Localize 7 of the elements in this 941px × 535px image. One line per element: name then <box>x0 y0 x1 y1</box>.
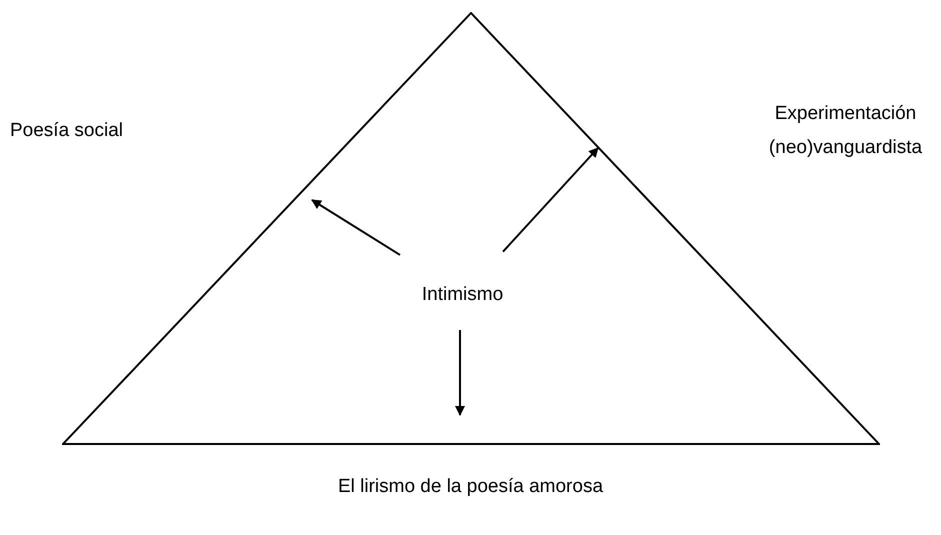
arrow <box>455 330 465 416</box>
arrow <box>502 147 599 252</box>
category-label: Experimentación (neo)vanguardista <box>768 102 924 160</box>
arrow <box>311 199 401 256</box>
node-label: Intimismo <box>420 284 504 306</box>
category-label: Poesía social <box>10 120 124 142</box>
category-label: El lirismo de la poesía amorosa <box>336 476 604 498</box>
